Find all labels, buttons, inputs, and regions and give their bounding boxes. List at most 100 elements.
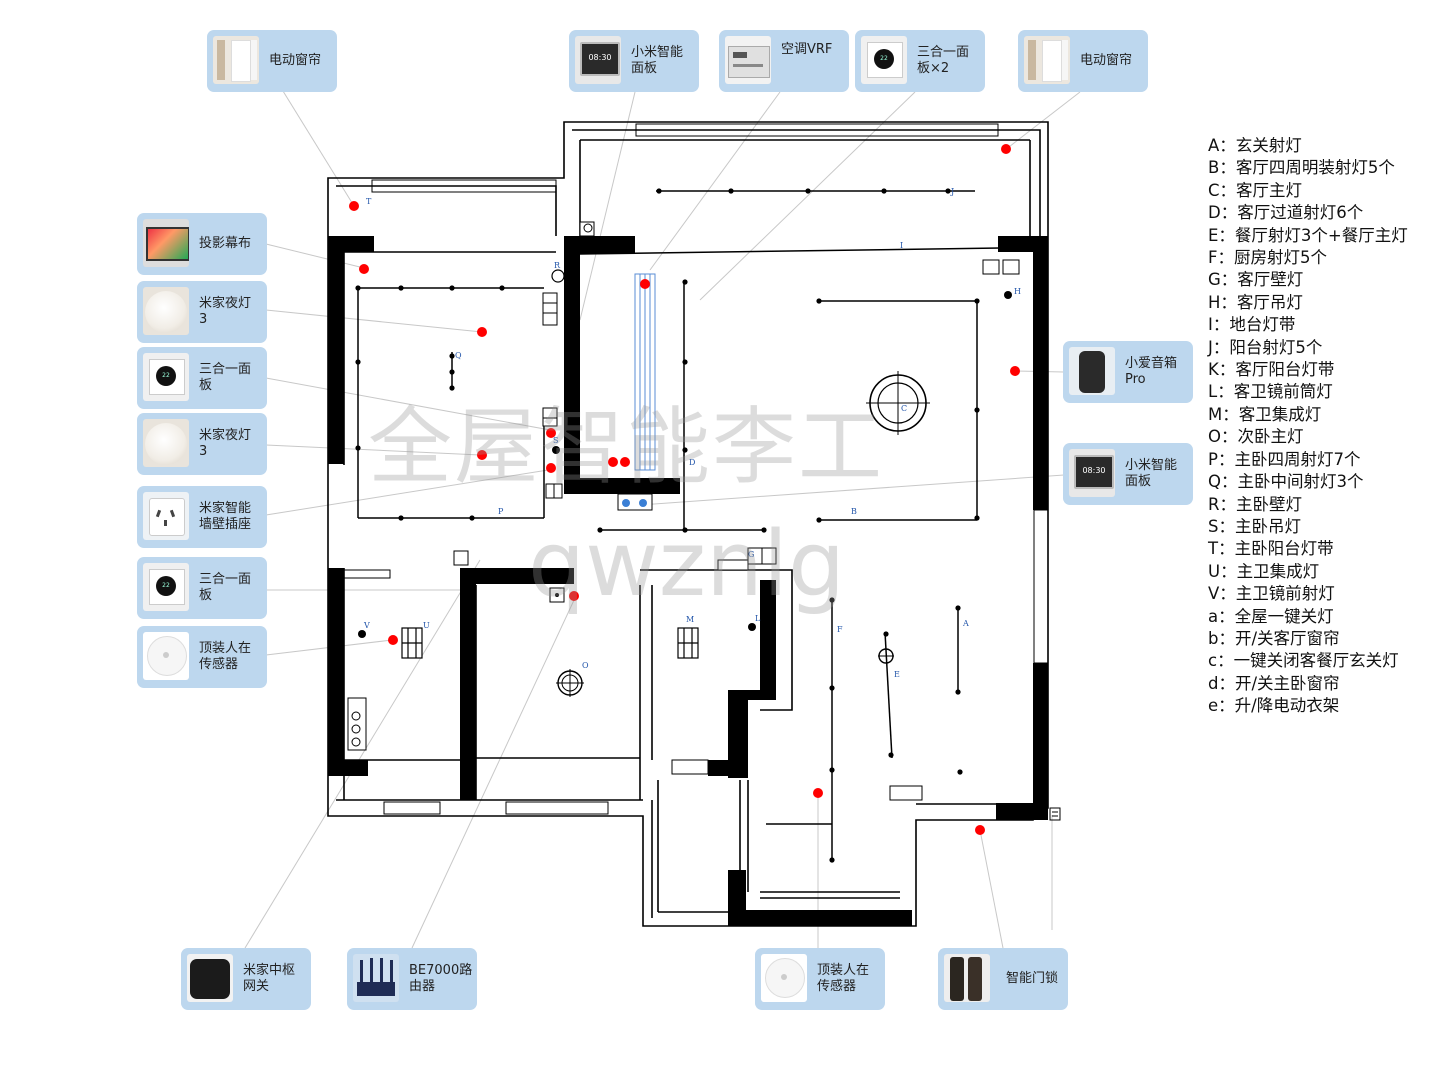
card-curtain-left[interactable]: 电动窗帘 <box>207 30 337 92</box>
card-xiaoai-speaker[interactable]: 小爱音箱 Pro <box>1063 341 1193 403</box>
panel-screen-time: 08:30 <box>1074 455 1114 489</box>
light-dots <box>355 188 1012 863</box>
dial-value: 22 <box>874 49 894 69</box>
legend-item: e：升/降电动衣架 <box>1208 696 1340 716</box>
legend-item: Q：主卧中间射灯3个 <box>1208 472 1364 492</box>
legend-item: a：全屋一键关灯 <box>1208 606 1334 626</box>
plan-label-G: G <box>748 550 754 559</box>
plan-label-O: O <box>582 661 589 670</box>
plan-label-M: M <box>686 615 694 624</box>
plan-label-L: L <box>755 614 761 623</box>
wall-socket-icon <box>143 492 189 540</box>
card-label: 小爱音箱 Pro <box>1125 356 1178 387</box>
card-smart-lock[interactable]: 智能门锁 <box>938 948 1068 1010</box>
device-markers <box>349 144 1020 835</box>
plan-label-T: T <box>366 197 372 206</box>
legend-item: V：主卫镜前射灯 <box>1208 584 1335 604</box>
thermostat-panel-icon: 22 <box>143 563 189 611</box>
thermostat-panel-icon: 22 <box>861 36 907 84</box>
card-presence-sensor-left[interactable]: 顶装人在 传感器 <box>137 626 267 688</box>
card-night-light-1[interactable]: 米家夜灯 3 <box>137 281 267 343</box>
walls <box>327 121 1049 927</box>
card-presence-sensor-bottom[interactable]: 顶装人在 传感器 <box>755 948 885 1010</box>
smart-panel-icon: 08:30 <box>1069 449 1115 497</box>
presence-sensor-icon <box>143 632 189 680</box>
legend-item: U：主卫集成灯 <box>1208 561 1320 581</box>
legend-item: D：客厅过道射灯6个 <box>1208 203 1364 223</box>
projector-screen-icon <box>143 219 189 267</box>
card-night-light-2[interactable]: 米家夜灯 3 <box>137 413 267 475</box>
card-label: 智能门锁 <box>1006 971 1059 986</box>
legend-item: J：阳台射灯5个 <box>1208 337 1323 357</box>
legend-item: b：开/关客厅窗帘 <box>1208 628 1340 648</box>
legend-item: L：客卫镜前筒灯 <box>1208 382 1333 402</box>
card-label: 空调VRF <box>781 42 833 57</box>
legend-item: K：客厅阳台灯带 <box>1208 360 1335 380</box>
card-label: 米家中枢 网关 <box>243 963 296 994</box>
curtain-icon <box>213 36 259 84</box>
card-projector-screen[interactable]: 投影幕布 <box>137 213 267 275</box>
legend-item: B：客厅四周明装射灯5个 <box>1208 158 1395 178</box>
card-router[interactable]: BE7000路 由器 <box>347 948 477 1010</box>
card-label: 米家夜灯 3 <box>199 428 252 459</box>
card-label: 三合一面 板 <box>199 362 252 393</box>
legend-item: S：主卧吊灯 <box>1208 516 1301 536</box>
card-label: 投影幕布 <box>199 236 252 251</box>
plan-label-R: R <box>554 261 561 270</box>
night-light-icon <box>143 419 189 467</box>
legend-item: C：客厅主灯 <box>1208 180 1303 200</box>
card-3in1-panel-x2[interactable]: 22 三合一面 板×2 <box>855 30 985 92</box>
watermark-cn: 全屋智能李工 <box>368 398 885 496</box>
card-label: 小米智能 面板 <box>631 45 684 76</box>
integrated-lights <box>401 627 699 659</box>
plan-label-A: A <box>962 619 969 628</box>
card-hub-gateway[interactable]: 米家中枢 网关 <box>181 948 311 1010</box>
card-curtain-right[interactable]: 电动窗帘 <box>1018 30 1148 92</box>
card-label: 顶装人在 传感器 <box>817 963 870 994</box>
dial-value: 22 <box>156 366 176 386</box>
plan-label-Q: Q <box>455 351 462 360</box>
legend-item: R：主卧壁灯 <box>1208 494 1302 514</box>
night-light-icon <box>143 287 189 335</box>
legend-item: F：厨房射灯5个 <box>1208 248 1327 268</box>
legend-item: T：主卧阳台灯带 <box>1208 539 1334 559</box>
card-vrf[interactable]: 空调VRF <box>719 30 849 92</box>
legend-item: c：一键关闭客餐厅玄关灯 <box>1208 651 1399 671</box>
card-label: 电动窗帘 <box>1080 53 1133 68</box>
hub-gateway-icon <box>187 954 233 1002</box>
projector-rail <box>634 273 656 471</box>
plan-label-P: P <box>498 507 504 516</box>
entry-door-icon <box>1049 807 1061 821</box>
legend-item: O：次卧主灯 <box>1208 427 1304 447</box>
card-label: 米家智能 墙壁插座 <box>199 501 252 532</box>
card-label: 米家夜灯 3 <box>199 296 252 327</box>
plan-label-B: B <box>851 507 857 516</box>
plan-label-H: H <box>1014 287 1021 296</box>
legend-item: M：客卫集成灯 <box>1208 404 1322 424</box>
plan-label-I: I <box>900 241 903 250</box>
stepped-wall <box>760 569 793 711</box>
card-smart-panel-right[interactable]: 08:30 小米智能 面板 <box>1063 443 1193 505</box>
card-3in1-panel-1[interactable]: 22 三合一面 板 <box>137 347 267 409</box>
smart-lock-icon <box>944 954 990 1002</box>
card-label: 小米智能 面板 <box>1125 458 1178 489</box>
plan-label-E: E <box>894 670 900 679</box>
legend-item: G：客厅壁灯 <box>1208 270 1304 290</box>
card-smart-panel-top[interactable]: 08:30 小米智能 面板 <box>569 30 699 92</box>
smart-speaker-icon <box>1069 347 1115 395</box>
card-smart-socket[interactable]: 米家智能 墙壁插座 <box>137 486 267 548</box>
card-label: 电动窗帘 <box>269 53 322 68</box>
legend-item: E：餐厅射灯3个+餐厅主灯 <box>1208 225 1408 245</box>
router-icon <box>353 954 399 1002</box>
curtain-icon <box>1024 36 1070 84</box>
plan-label-U: U <box>423 621 430 630</box>
card-label: 顶装人在 传感器 <box>199 641 252 672</box>
legend-item: H：客厅吊灯 <box>1208 292 1303 312</box>
thermostat-panel-icon: 22 <box>143 353 189 401</box>
plan-label-D: D <box>689 458 695 467</box>
card-3in1-panel-2[interactable]: 22 三合一面 板 <box>137 557 267 619</box>
smart-panel-icon: 08:30 <box>575 36 621 84</box>
legend-item: A：玄关射灯 <box>1208 136 1302 155</box>
light-lines <box>357 190 1001 860</box>
